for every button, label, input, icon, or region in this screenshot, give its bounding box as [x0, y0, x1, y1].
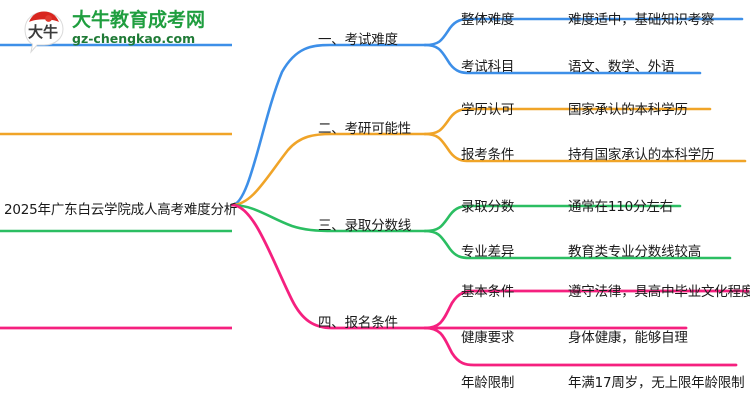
leaf-value-3-1: 通常在110分左右 — [568, 199, 673, 215]
logo-text-block: 大牛教育成考网 gz-chengkao.com — [72, 9, 212, 46]
leaf-value-1-2: 语文、数学、外语 — [568, 59, 675, 75]
branch-label-1: 一、考试难度 — [318, 32, 398, 48]
root-title: 2025年广东白云学院成人高考难度分析 — [4, 202, 238, 218]
sub-label-4-2: 健康要求 — [461, 330, 515, 346]
sub-label-1-2: 考试科目 — [461, 59, 515, 75]
branch-label-4: 四、报名条件 — [318, 315, 398, 331]
leaf-value-2-1: 国家承认的本科学历 — [568, 102, 688, 118]
sub-label-4-3: 年龄限制 — [461, 375, 515, 391]
sub-label-1-1: 整体难度 — [461, 12, 515, 28]
leaf-value-4-2: 身体健康，能够自理 — [568, 330, 688, 346]
branch-stem-2 — [230, 132, 427, 207]
branch-label-2: 二、考研可能性 — [318, 121, 412, 137]
branch-label-3: 三、录取分数线 — [318, 218, 412, 234]
sub-label-2-2: 报考条件 — [461, 147, 515, 163]
leaf-value-4-3: 年满17周岁，无上限年龄限制 — [568, 375, 745, 391]
leaf-value-4-1: 遵守法律，具高中毕业文化程度 — [568, 284, 750, 300]
sub-label-2-1: 学历认可 — [461, 102, 515, 118]
sub-label-3-1: 录取分数 — [461, 199, 515, 215]
svg-text:大牛: 大牛 — [28, 23, 58, 41]
leaf-value-2-2: 持有国家承认的本科学历 — [568, 147, 715, 163]
sub-label-3-2: 专业差异 — [461, 244, 515, 260]
brand-name-cn: 大牛教育成考网 — [72, 9, 206, 31]
site-logo: 大牛 大牛教育成考网 gz-chengkao.com — [22, 8, 212, 56]
daniu-badge-icon: 大牛 — [24, 11, 64, 54]
leaf-value-1-1: 难度适中，基础知识考察 — [568, 12, 715, 28]
leaf-value-3-2: 教育类专业分数线较高 — [568, 244, 701, 260]
brand-url: gz-chengkao.com — [72, 31, 196, 46]
sub-label-4-1: 基本条件 — [461, 284, 515, 300]
